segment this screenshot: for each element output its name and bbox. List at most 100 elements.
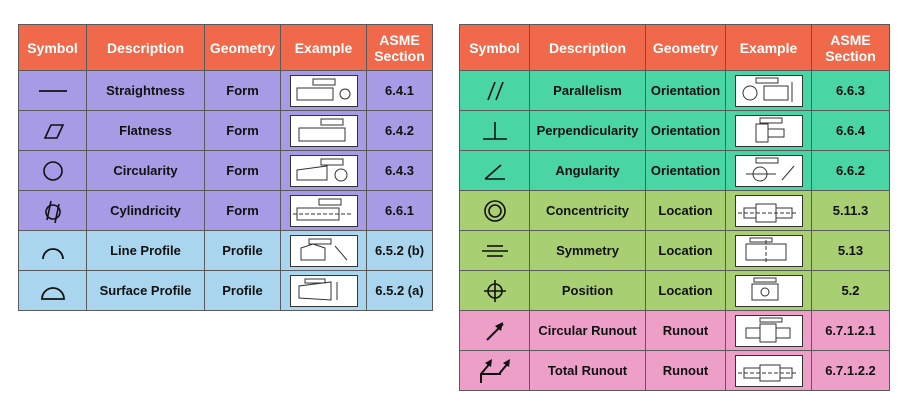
header-geometry: Geometry: [645, 24, 726, 71]
example-drawing: [734, 314, 803, 347]
section-cell: 5.13: [811, 230, 890, 271]
description-cell: Surface Profile: [86, 270, 205, 311]
section-cell: 6.5.2 (b): [366, 230, 433, 271]
surface-profile-icon: [40, 286, 65, 300]
cylindricity-icon: [44, 200, 61, 223]
example-cell: [280, 70, 367, 111]
section-cell: 6.4.2: [366, 110, 433, 151]
header-asme-section: ASME Section: [366, 24, 433, 71]
example-cell: [725, 70, 812, 111]
geometry-cell: Form: [204, 70, 281, 111]
section-cell: 6.7.1.2.1: [811, 310, 890, 351]
section-cell: 6.4.1: [366, 70, 433, 111]
geometry-cell: Orientation: [645, 70, 726, 111]
description-cell: Circularity: [86, 150, 205, 191]
geometry-cell: Runout: [645, 310, 726, 351]
example-cell: [725, 350, 812, 391]
table-row: Angularity Orientation 6.6.2: [459, 150, 890, 191]
parallelism-icon: [486, 81, 504, 100]
description-cell: Total Runout: [529, 350, 646, 391]
example-cell: [725, 150, 812, 191]
example-drawing: [734, 154, 803, 187]
symbol-cell: [18, 150, 87, 191]
symbol-cell: [18, 270, 87, 311]
symbol-cell: [459, 110, 530, 151]
description-cell: Parallelism: [529, 70, 646, 111]
symbol-cell: [18, 230, 87, 271]
geometry-cell: Orientation: [645, 110, 726, 151]
asme-section-label: ASME Section: [374, 31, 425, 64]
perpendicularity-icon: [482, 121, 507, 140]
geometry-cell: Form: [204, 190, 281, 231]
description-cell: Straightness: [86, 70, 205, 111]
table-row: Cylindricity Form 6.6.1: [18, 190, 433, 231]
position-icon: [483, 279, 506, 302]
table-row: Concentricity Location 5.11.3: [459, 190, 890, 231]
header-example: Example: [280, 24, 367, 71]
description-cell: Perpendicularity: [529, 110, 646, 151]
symbol-cell: [18, 70, 87, 111]
symbol-cell: [459, 150, 530, 191]
symbol-cell: [459, 350, 530, 391]
example-drawing: [289, 194, 358, 227]
table-row: Line Profile Profile 6.5.2 (b): [18, 230, 433, 271]
geometry-cell: Profile: [204, 270, 281, 311]
section-cell: 6.6.2: [811, 150, 890, 191]
example-drawing: [289, 114, 358, 147]
symbol-cell: [459, 70, 530, 111]
header-row: Symbol Description Geometry Example ASME…: [18, 24, 433, 71]
description-cell: Flatness: [86, 110, 205, 151]
header-description: Description: [86, 24, 205, 71]
example-cell: [280, 190, 367, 231]
example-drawing: [734, 234, 803, 267]
description-cell: Angularity: [529, 150, 646, 191]
straightness-icon: [38, 89, 67, 92]
line-profile-icon: [41, 247, 64, 259]
flatness-icon: [43, 123, 64, 139]
circularity-icon: [42, 160, 63, 181]
example-cell: [725, 310, 812, 351]
symmetry-icon: [481, 244, 508, 257]
form-profile-table: Symbol Description Geometry Example ASME…: [18, 24, 433, 311]
description-cell: Line Profile: [86, 230, 205, 271]
table-row: Circular Runout Runout 6.7.1.2.1: [459, 310, 890, 351]
table-row: Straightness Form 6.4.1: [18, 70, 433, 111]
example-cell: [725, 190, 812, 231]
angularity-icon: [483, 163, 505, 180]
example-drawing: [734, 354, 803, 387]
example-cell: [280, 270, 367, 311]
symbol-cell: [18, 110, 87, 151]
description-cell: Circular Runout: [529, 310, 646, 351]
section-cell: 6.7.1.2.2: [811, 350, 890, 391]
example-drawing: [734, 194, 803, 227]
geometry-cell: Runout: [645, 350, 726, 391]
concentricity-icon: [483, 199, 506, 222]
description-cell: Cylindricity: [86, 190, 205, 231]
table-row: Flatness Form 6.4.2: [18, 110, 433, 151]
header-row: Symbol Description Geometry Example ASME…: [459, 24, 890, 71]
example-cell: [280, 110, 367, 151]
description-cell: Symmetry: [529, 230, 646, 271]
table-row: Surface Profile Profile 6.5.2 (a): [18, 270, 433, 311]
example-drawing: [734, 74, 803, 107]
table-row: Total Runout Runout 6.7.1.2.2: [459, 350, 890, 391]
section-cell: 6.6.1: [366, 190, 433, 231]
description-cell: Position: [529, 270, 646, 311]
example-cell: [280, 230, 367, 271]
example-drawing: [289, 274, 358, 307]
circular-runout-icon: [485, 321, 504, 341]
symbol-cell: [459, 310, 530, 351]
header-symbol: Symbol: [18, 24, 87, 71]
table-row: Parallelism Orientation 6.6.3: [459, 70, 890, 111]
symbol-cell: [459, 230, 530, 271]
header-example: Example: [725, 24, 812, 71]
geometry-cell: Location: [645, 230, 726, 271]
geometry-cell: Form: [204, 110, 281, 151]
section-cell: 5.2: [811, 270, 890, 311]
section-cell: 6.6.3: [811, 70, 890, 111]
section-cell: 5.11.3: [811, 190, 890, 231]
table-row: Symmetry Location 5.13: [459, 230, 890, 271]
example-cell: [725, 270, 812, 311]
example-cell: [725, 230, 812, 271]
description-cell: Concentricity: [529, 190, 646, 231]
